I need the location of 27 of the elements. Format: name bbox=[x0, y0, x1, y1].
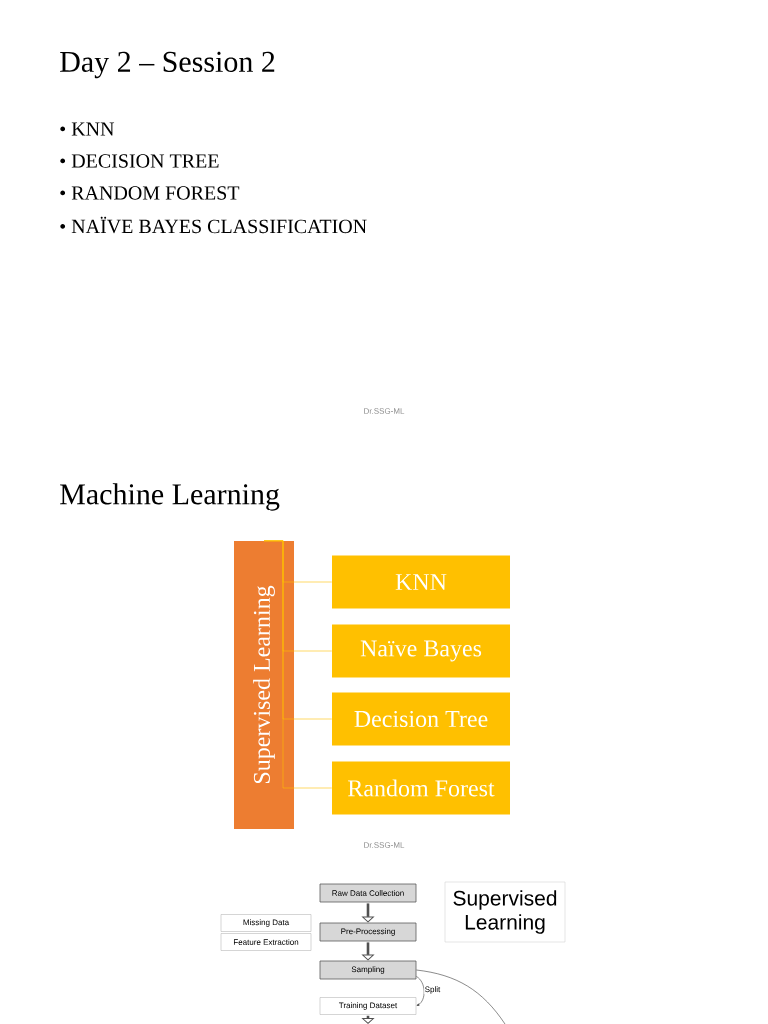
category-box: Decision Tree bbox=[332, 692, 510, 746]
footer-text: Dr.SSG-ML bbox=[364, 408, 405, 414]
process-box: Raw Data Collection bbox=[319, 883, 417, 903]
process-box: Feature Extraction bbox=[220, 933, 312, 951]
footer-text: Dr.SSG-ML bbox=[364, 842, 405, 848]
title-card: Supervised Learning bbox=[444, 881, 566, 943]
category-box: Naïve Bayes bbox=[332, 624, 510, 678]
process-box: Sampling bbox=[319, 960, 417, 980]
category-box: Random Forest bbox=[332, 761, 510, 815]
hollow-arrow bbox=[362, 942, 374, 961]
hollow-arrow bbox=[362, 903, 374, 923]
bullet-item: • KNN bbox=[60, 122, 115, 136]
process-box: Training Dataset bbox=[319, 997, 417, 1015]
process-box: Missing Data bbox=[220, 914, 312, 932]
slide-title: Day 2 – Session 2 bbox=[60, 51, 275, 79]
process-box: Pre-Processing bbox=[319, 922, 417, 942]
slide-title: Machine Learning bbox=[60, 483, 280, 511]
bullet-item: • DECISION TREE bbox=[60, 154, 219, 168]
bullet-item: • RANDOM FOREST bbox=[60, 186, 240, 200]
curved-arrow bbox=[416, 976, 425, 1006]
edge-label: Split bbox=[425, 986, 441, 994]
connector-line bbox=[263, 540, 333, 789]
category-box: KNN bbox=[332, 555, 510, 609]
hollow-arrow bbox=[362, 1015, 374, 1024]
category-box: Supervised Learning bbox=[234, 541, 294, 829]
curved-line bbox=[416, 969, 506, 1024]
bullet-item: • NAÏVE BAYES CLASSIFICATION bbox=[60, 216, 367, 234]
